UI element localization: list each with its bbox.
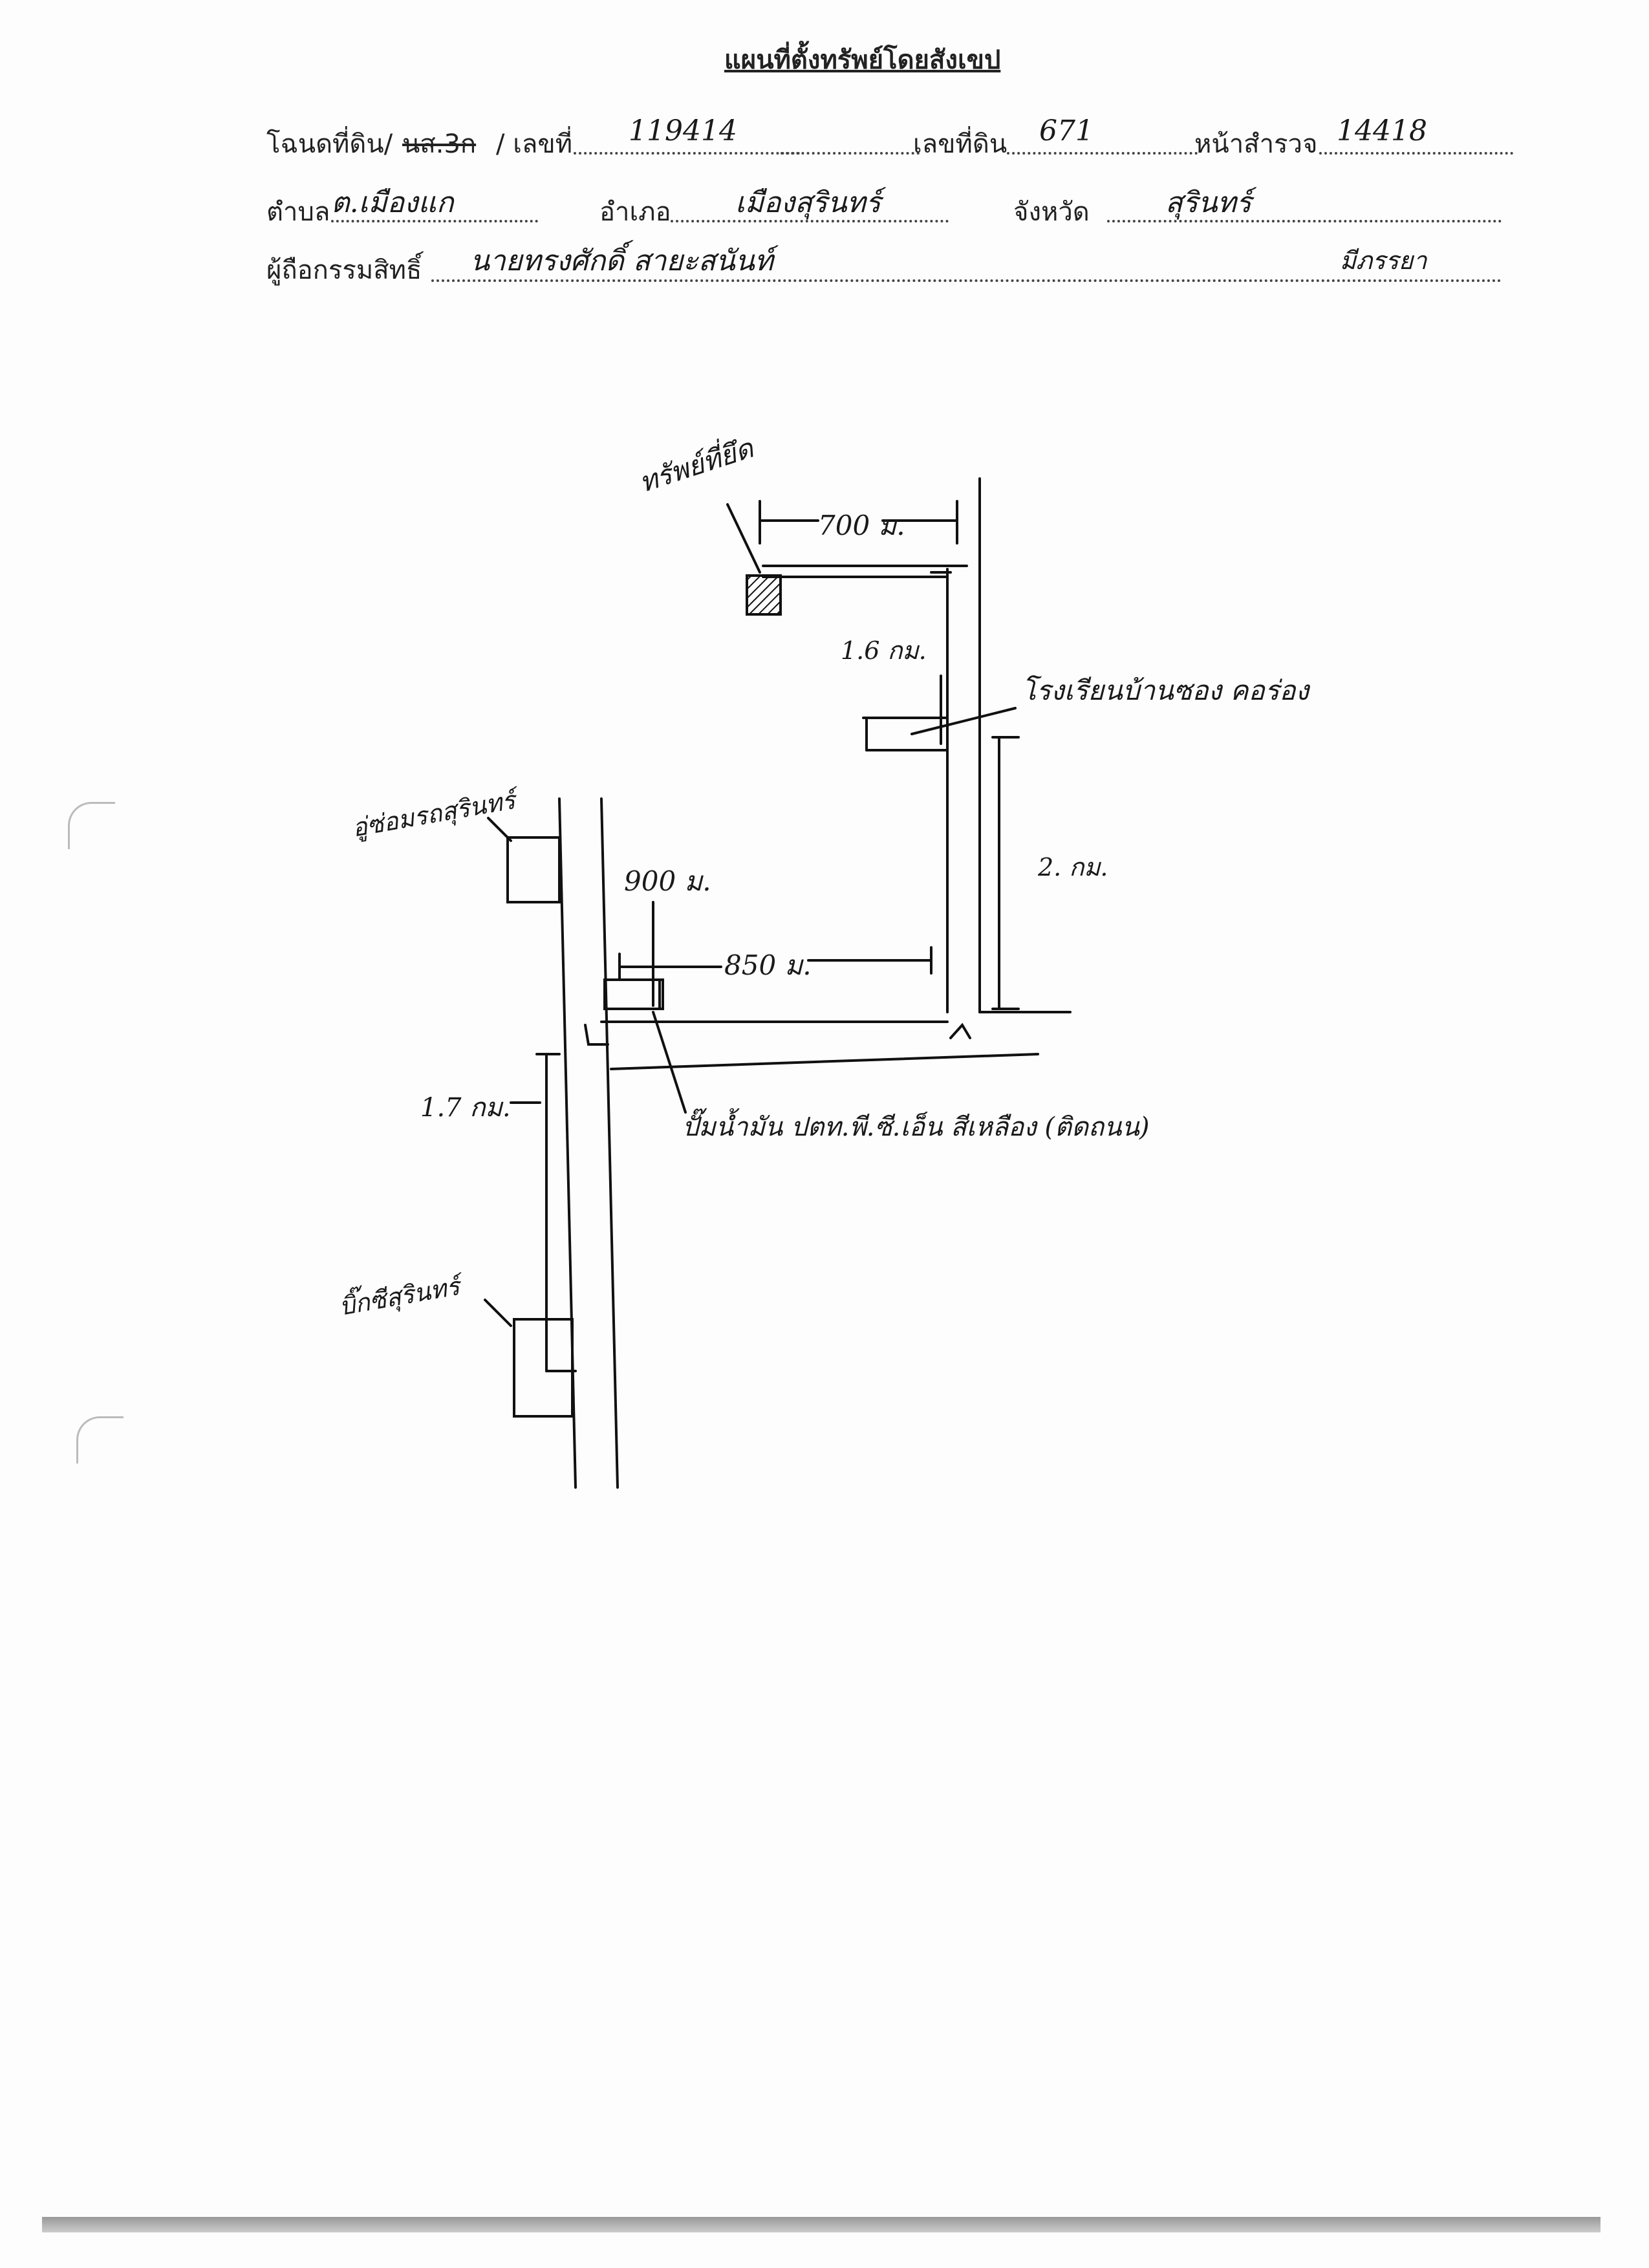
owner-row: ผู้ถือกรรมสิทธิ์ นายทรงศักดิ์ สายะสนันท์… <box>266 244 1502 291</box>
owner-label: ผู้ถือกรรมสิทธิ์ <box>266 255 422 285</box>
gas-station-label: ปั๊มน้ำมัน ปตท.พี.ซี.เอ็น สีเหลือง (ติดถ… <box>682 1112 1150 1142</box>
left-top-building <box>506 836 561 903</box>
owner-extra: มีภรรยา <box>1340 246 1427 275</box>
deed-number-value: 119414 <box>629 114 737 147</box>
dist-850-label: 850 ม. <box>724 949 812 981</box>
property-marker <box>746 574 782 616</box>
scan-edge-bar <box>42 2217 1600 2232</box>
school-label: โรงเรียนบ้านซอง คอร่อง <box>1022 675 1310 706</box>
district-value: เมืองสุรินทร์ <box>735 186 881 219</box>
deed-row: โฉนดที่ดิน/ นส.3ก / เลขที่ 119414 เลขที่… <box>266 114 1513 165</box>
left-bottom-building <box>513 1318 574 1418</box>
province-label: จังหวัด <box>1013 197 1090 227</box>
owner-value: นายทรงศักดิ์ สายะสนันท์ <box>470 244 773 277</box>
punch-hole-top <box>68 802 115 849</box>
left-road-inner <box>600 797 619 1489</box>
province-value: สุรินทร์ <box>1165 186 1252 219</box>
punch-hole-bottom <box>76 1416 124 1463</box>
dist-1-6-label: 1.6 กม. <box>841 636 927 665</box>
ns3k-label: นส.3ก <box>402 129 477 159</box>
land-no-value: 671 <box>1039 114 1094 147</box>
dist-2-label: 2. กม. <box>1038 853 1108 881</box>
survey-page-value: 14418 <box>1337 114 1427 147</box>
document-title: แผนที่ตั้งทรัพย์โดยสังเขป <box>724 45 1001 75</box>
land-no-label: เลขที่ดิน <box>913 129 1008 159</box>
dist-700-label: 700 ม. <box>818 510 905 541</box>
location-row: ตำบล ต.เมืองแก อำเภอ เมืองสุรินทร์ จังหว… <box>266 186 1502 233</box>
gas-station-building <box>603 978 664 1010</box>
dist-1-7-label: 1.7 กม. <box>420 1093 511 1123</box>
district-label: อำเภอ <box>599 197 671 227</box>
deed-label: โฉนดที่ดิน/ <box>266 129 393 159</box>
subdistrict-value: ต.เมืองแก <box>331 186 454 219</box>
number-label: / เลขที่ <box>496 129 573 159</box>
subdistrict-label: ตำบล <box>266 197 330 227</box>
dist-900-label: 900 ม. <box>624 865 711 897</box>
middle-road-bottom <box>610 1053 1039 1070</box>
survey-page-label: หน้าสำรวจ <box>1194 129 1318 159</box>
